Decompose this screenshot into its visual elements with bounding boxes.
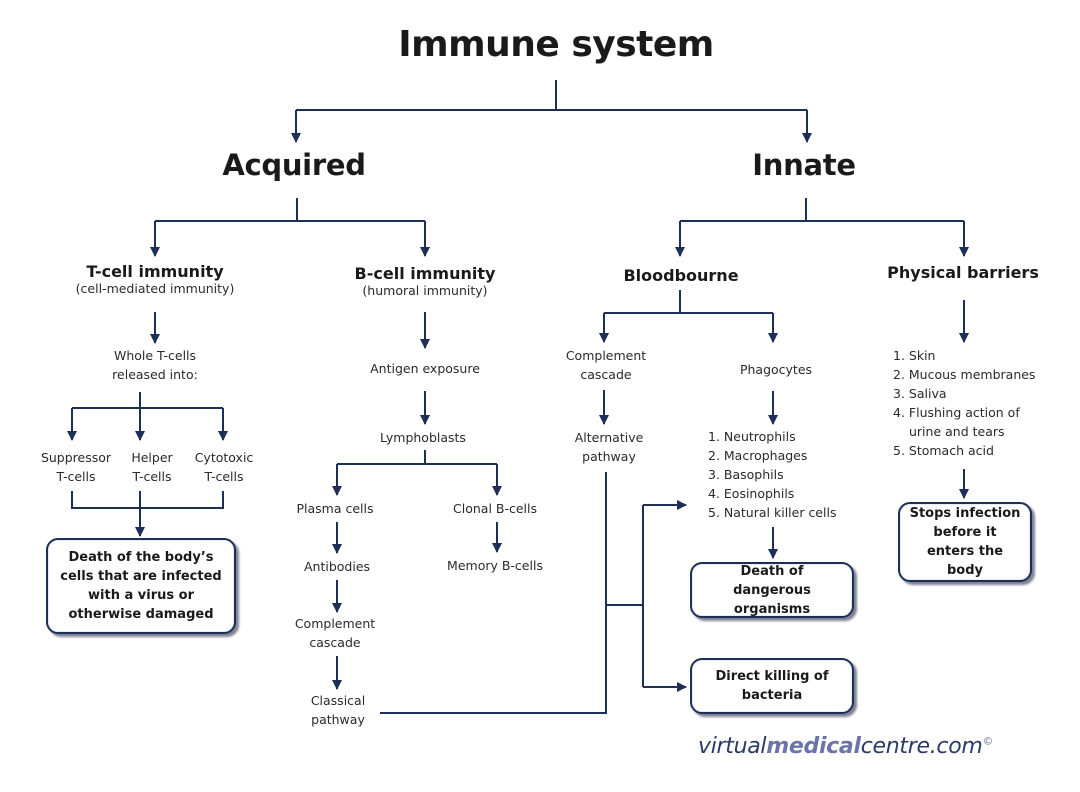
acquired-complement-cascade-node: Complement cascade xyxy=(295,614,375,652)
helper-tcells-node: Helper T-cells xyxy=(131,448,172,486)
phagocyte-item: 1. Neutrophils xyxy=(708,429,796,444)
whole-tcells-node: Whole T-cells released into: xyxy=(112,346,198,384)
alternative-line1: Alternative xyxy=(574,430,644,445)
barrier-item-continuation: urine and tears xyxy=(909,424,1005,439)
bcell-immunity-node: B-cell immunity (humoral immunity) xyxy=(355,264,496,298)
physical-barriers-list: 1. Skin 2. Mucous membranes 3. Saliva 4.… xyxy=(893,346,1035,460)
phagocytes-node: Phagocytes xyxy=(739,362,813,377)
bloodbourne-heading: Bloodbourne xyxy=(623,266,739,285)
barrier-item: 2. Mucous membranes xyxy=(893,367,1036,382)
diagram-title: Immune system xyxy=(398,24,714,65)
barrier-item: 3. Saliva xyxy=(893,386,947,401)
suppressor-line1: Suppressor xyxy=(40,450,112,465)
helper-line1: Helper xyxy=(131,450,173,465)
bcell-immunity-title: B-cell immunity xyxy=(354,264,496,283)
acquired-complement-line2: cascade xyxy=(309,635,361,650)
tcell-immunity-subtitle: (cell-mediated immunity) xyxy=(75,281,235,296)
direct-killing-bacteria-box: Direct killing of bacteria xyxy=(690,658,854,714)
phagocyte-list: 1. Neutrophils 2. Macrophages 3. Basophi… xyxy=(708,427,836,522)
clonal-bcells-node: Clonal B-cells xyxy=(453,501,537,516)
cytotoxic-line1: Cytotoxic xyxy=(194,450,254,465)
logo-part-virtual: virtual xyxy=(698,734,767,759)
plasma-cells-node: Plasma cells xyxy=(296,501,374,516)
alternative-line2: pathway xyxy=(582,449,636,464)
helper-line2: T-cells xyxy=(132,469,172,484)
barrier-item: 5. Stomach acid xyxy=(893,443,994,458)
virtualmedicalcentre-logo: virtualmedicalcentre.com© xyxy=(698,734,993,759)
phagocyte-item: 2. Macrophages xyxy=(708,448,808,463)
memory-bcells-node: Memory B-cells xyxy=(447,558,543,573)
whole-tcells-line1: Whole T-cells xyxy=(113,348,197,363)
link-tcells-merge xyxy=(71,491,224,509)
acquired-heading: Acquired xyxy=(222,148,366,182)
death-dangerous-organisms-box: Death of dangerous organisms xyxy=(690,562,854,618)
stops-infection-box: Stops infection before it enters the bod… xyxy=(898,502,1032,582)
innate-complement-line1: Complement xyxy=(565,348,647,363)
whole-tcells-line2: released into: xyxy=(112,367,198,382)
acquired-complement-line1: Complement xyxy=(294,616,376,631)
bcell-immunity-subtitle: (humoral immunity) xyxy=(362,283,488,298)
phagocyte-item: 4. Eosinophils xyxy=(708,486,795,501)
physical-barriers-heading: Physical barriers xyxy=(887,263,1039,282)
antigen-exposure-node: Antigen exposure xyxy=(370,361,480,376)
copyright-icon: © xyxy=(982,734,994,748)
barrier-item: 4. Flushing action of xyxy=(893,405,1020,420)
barrier-item: 1. Skin xyxy=(893,348,936,363)
antibodies-node: Antibodies xyxy=(303,559,371,574)
innate-complement-line2: cascade xyxy=(580,367,632,382)
innate-heading: Innate xyxy=(752,148,856,182)
tcell-immunity-node: T-cell immunity (cell-mediated immunity) xyxy=(76,262,235,296)
classical-line2: pathway xyxy=(311,712,365,727)
suppressor-line2: T-cells xyxy=(56,469,96,484)
logo-part-medical: medical xyxy=(766,734,861,759)
classical-pathway-node: Classical pathway xyxy=(311,691,365,729)
lymphoblasts-node: Lymphoblasts xyxy=(380,430,466,445)
innate-complement-cascade-node: Complement cascade xyxy=(566,346,646,384)
tcell-immunity-title: T-cell immunity xyxy=(86,262,224,281)
logo-part-centre: centre.com xyxy=(860,734,983,759)
link-classical-to-alternative xyxy=(380,472,607,714)
classical-line1: Classical xyxy=(310,693,366,708)
phagocyte-item: 3. Basophils xyxy=(708,467,784,482)
alternative-pathway-node: Alternative pathway xyxy=(575,428,644,466)
tcell-outcome-box: Death of the body’s cells that are infec… xyxy=(46,538,236,634)
phagocyte-item: 5. Natural killer cells xyxy=(708,505,837,520)
cytotoxic-tcells-node: Cytotoxic T-cells xyxy=(195,448,254,486)
cytotoxic-line2: T-cells xyxy=(204,469,244,484)
suppressor-tcells-node: Suppressor T-cells xyxy=(41,448,111,486)
